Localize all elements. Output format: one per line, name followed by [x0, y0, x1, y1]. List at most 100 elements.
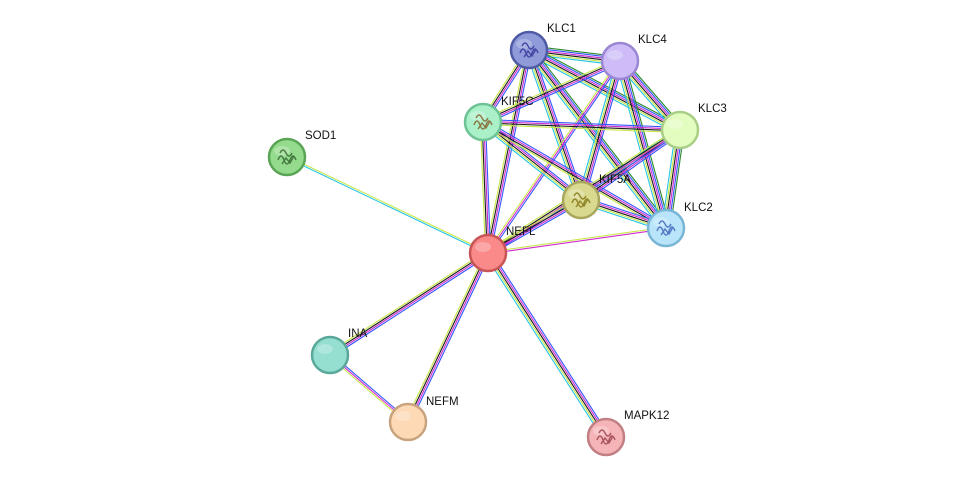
node-highlight — [395, 411, 411, 421]
edge-evidence-line — [490, 250, 610, 436]
node-ina[interactable]: INA — [310, 328, 368, 375]
node-kif5a-circle[interactable] — [561, 180, 601, 220]
edge-evidence-line — [484, 49, 528, 253]
structure-stroke — [523, 48, 537, 58]
edge-sod1-nefl[interactable] — [286, 155, 489, 255]
node-mapk12-label: MAPK12 — [624, 410, 669, 422]
structure-stroke — [658, 220, 672, 228]
node-klc4[interactable]: KLC4 — [600, 34, 667, 81]
edge-nefl-nefm[interactable] — [405, 251, 491, 424]
edge-evidence-line — [621, 60, 669, 228]
edge-evidence-line — [618, 61, 666, 229]
node-highlight — [475, 242, 491, 252]
edge-evidence-line — [479, 122, 487, 254]
node-highlight — [667, 119, 683, 129]
edge-evidence-line — [482, 59, 620, 122]
node-klc4-label: KLC4 — [638, 34, 667, 46]
node-nefm-circle[interactable] — [388, 402, 428, 442]
edge-evidence-line — [287, 155, 489, 253]
node-nefl-label: NEFL — [506, 226, 536, 238]
node-klc1[interactable]: KLC1 — [509, 23, 576, 70]
edge-evidence-line — [406, 252, 488, 422]
edge-evidence-line — [481, 123, 665, 231]
node-sod1[interactable]: SOD1 — [267, 130, 336, 177]
node-nefl[interactable]: NEFL — [468, 226, 536, 273]
edge-evidence-line — [483, 62, 622, 125]
node-klc3-circle[interactable] — [660, 110, 700, 150]
edge-evidence-line — [527, 51, 680, 133]
edge-evidence-line — [488, 228, 667, 255]
edge-evidence-line — [483, 121, 490, 253]
edge-evidence-line — [526, 53, 679, 135]
edge-evidence-line — [484, 254, 604, 440]
edge-evidence-line — [527, 50, 666, 229]
protein-structure-icon — [519, 42, 539, 58]
edge-evidence-line — [488, 50, 531, 254]
node-kif5c[interactable]: KIF5C — [463, 96, 534, 142]
structure-stroke — [656, 226, 676, 236]
edge-evidence-line — [580, 60, 621, 201]
node-mapk12-circle[interactable] — [586, 417, 626, 457]
edge-klc4-nefl[interactable] — [486, 59, 622, 255]
edge-evidence-line — [329, 251, 488, 355]
node-klc4-circle[interactable] — [600, 41, 640, 81]
structure-stroke — [575, 198, 589, 208]
edge-evidence-line — [486, 253, 606, 439]
structure-stroke — [277, 155, 297, 165]
node-nefm[interactable]: NEFM — [388, 396, 459, 442]
structure-stroke — [571, 198, 591, 208]
edge-nefl-mapk12[interactable] — [484, 250, 610, 440]
structure-stroke — [281, 155, 295, 165]
node-klc2-label: KLC2 — [684, 202, 713, 214]
edge-evidence-line — [487, 226, 666, 253]
structure-stroke — [573, 192, 587, 200]
edge-klc4-kif5c[interactable] — [481, 58, 622, 125]
node-klc3[interactable]: KLC3 — [660, 103, 727, 150]
edge-kif5c-nefl[interactable] — [479, 121, 492, 254]
protein-structure-icon — [656, 220, 676, 236]
edge-evidence-line — [530, 45, 683, 127]
node-sod1-circle[interactable] — [267, 137, 307, 177]
edge-evidence-line — [487, 60, 621, 254]
node-klc3-label: KLC3 — [698, 103, 727, 115]
edge-evidence-line — [486, 59, 620, 253]
edge-evidence-line — [481, 122, 488, 254]
edge-evidence-line — [488, 61, 622, 255]
node-klc2[interactable]: KLC2 — [646, 202, 713, 248]
node-nefm-label: NEFM — [426, 396, 459, 408]
node-kif5c-label: KIF5C — [501, 96, 534, 108]
edge-evidence-line — [623, 59, 671, 228]
edge-kif5c-klc2[interactable] — [481, 119, 668, 231]
protein-structure-icon — [571, 192, 591, 208]
edge-evidence-line — [487, 252, 607, 438]
node-kif5a-label: KIF5A — [599, 174, 631, 186]
structure-stroke — [660, 226, 674, 236]
edge-evidence-line — [484, 119, 668, 227]
edge-evidence-line — [481, 122, 581, 202]
node-nefl-circle[interactable] — [468, 233, 508, 273]
edge-klc2-nefl[interactable] — [487, 226, 667, 255]
node-klc1-label: KLC1 — [547, 23, 576, 35]
structure-stroke — [473, 120, 493, 130]
structure-stroke — [596, 435, 616, 445]
edge-klc1-klc3[interactable] — [526, 45, 683, 135]
edge-evidence-line — [483, 120, 667, 228]
edge-kif5c-klc3[interactable] — [482, 118, 681, 134]
node-kif5a[interactable]: KIF5A — [561, 174, 631, 220]
structure-stroke — [600, 435, 614, 445]
node-kif5c-circle[interactable] — [463, 102, 503, 142]
node-klc2-circle[interactable] — [646, 208, 686, 248]
edge-evidence-line — [482, 122, 680, 132]
node-ina-circle[interactable] — [310, 335, 350, 375]
edge-klc1-nefl[interactable] — [484, 49, 533, 254]
edge-klc4-klc2[interactable] — [615, 59, 671, 230]
edge-evidence-line — [528, 50, 680, 132]
node-mapk12[interactable]: MAPK12 — [586, 410, 669, 457]
edge-evidence-line — [405, 251, 487, 422]
edge-nefl-ina[interactable] — [328, 250, 490, 358]
structure-stroke — [521, 42, 535, 50]
node-ina-label: INA — [348, 328, 368, 340]
node-klc1-circle[interactable] — [509, 30, 549, 70]
node-sod1-label: SOD1 — [305, 130, 336, 142]
